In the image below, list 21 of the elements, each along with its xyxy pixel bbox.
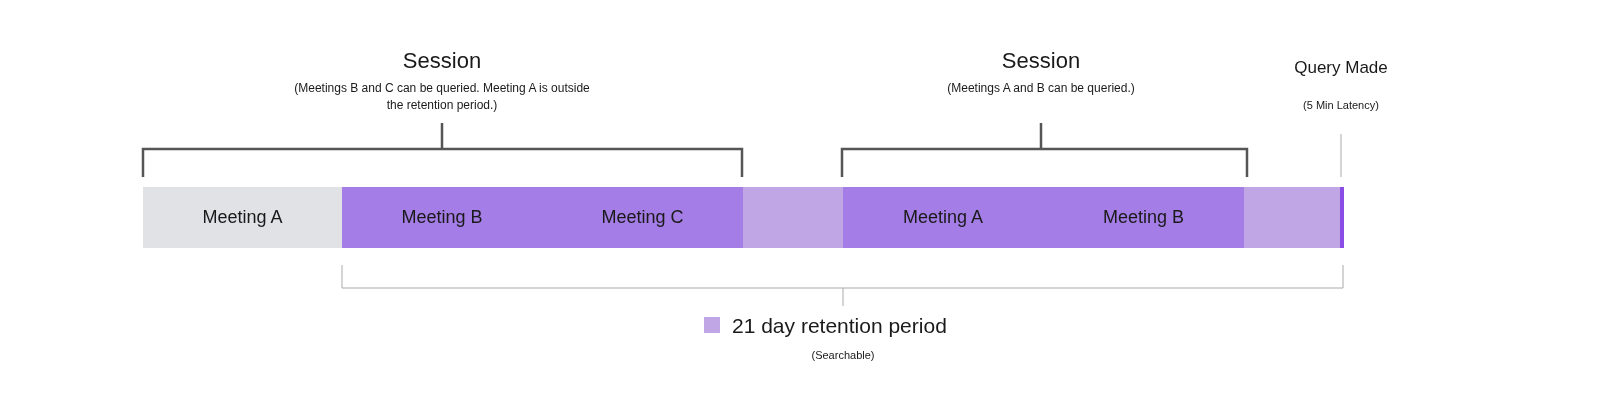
meeting-label: Meeting C	[601, 207, 684, 228]
meeting-label: Meeting B	[401, 207, 483, 228]
note: (Meetings A and B can be queried.)	[946, 80, 1136, 97]
note: (Meetings B and C can be queried. Meeting A is outside the retention period.)	[293, 80, 591, 114]
meeting-bar	[1043, 187, 1244, 248]
meeting-bar	[143, 187, 342, 248]
meeting-bar	[843, 187, 1043, 248]
meeting-label: Meeting B	[1102, 207, 1184, 228]
note: (Searchable)	[810, 348, 876, 363]
meeting-bar	[342, 187, 542, 248]
note: (5 Min Latency)	[1302, 98, 1380, 113]
timeline-bar	[1340, 187, 1344, 248]
meeting-label: Meeting A	[202, 207, 283, 228]
timeline-bar	[743, 187, 843, 248]
session-title: Session	[401, 47, 483, 75]
query-title: Query Made	[1293, 57, 1389, 79]
session-title: Session	[1000, 47, 1082, 75]
legend-label: 21 day retention period	[732, 314, 947, 338]
meeting-bar	[542, 187, 743, 248]
meeting-label: Meeting A	[902, 207, 984, 228]
timeline-bar	[1244, 187, 1340, 248]
